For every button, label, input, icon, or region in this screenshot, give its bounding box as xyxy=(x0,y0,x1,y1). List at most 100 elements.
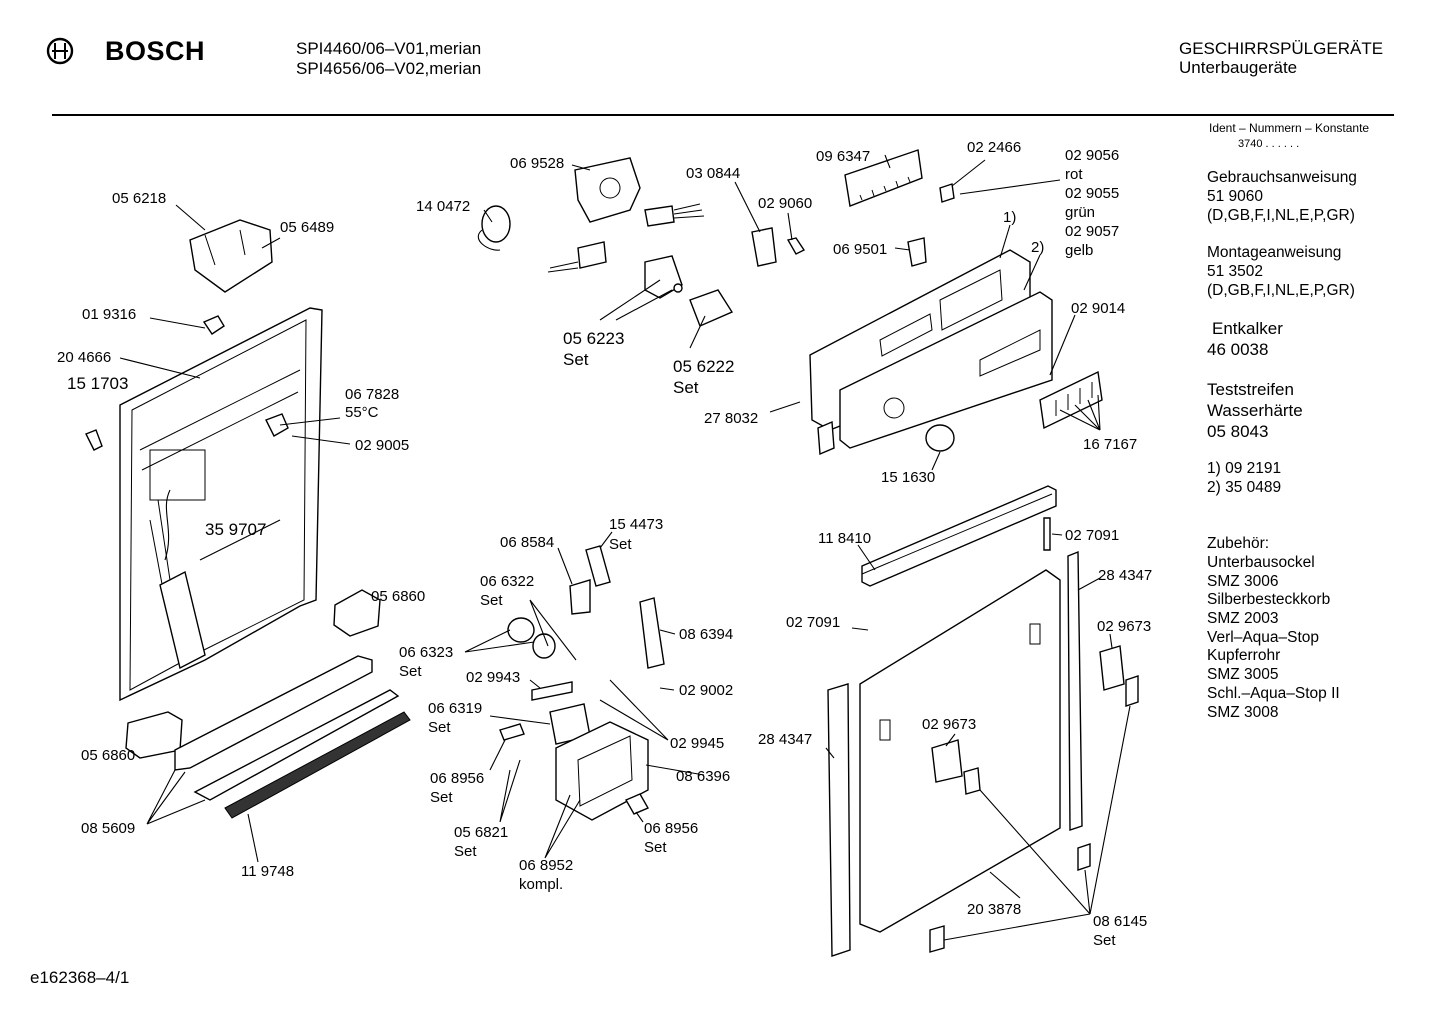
strips-label-1: Teststreifen xyxy=(1207,380,1294,399)
user-manual-label: Gebrauchsanweisung xyxy=(1207,169,1357,186)
part-label: 05 6218 xyxy=(112,190,167,207)
part-label: Set xyxy=(480,592,503,609)
accessory-item: SMZ 3005 xyxy=(1207,666,1279,683)
part-label: 16 7167 xyxy=(1083,436,1138,453)
install-number: 51 3502 xyxy=(1207,263,1264,280)
part-label: Set xyxy=(609,536,632,553)
clip-068956 xyxy=(625,793,649,815)
accessories-title: Zubehör: xyxy=(1207,535,1270,552)
part-label: 08 6396 xyxy=(676,768,731,785)
part-label: 02 9673 xyxy=(922,716,977,733)
part-label: 02 9056 xyxy=(1065,147,1120,164)
part-label: grün xyxy=(1065,204,1096,221)
part-label: 08 6394 xyxy=(679,626,734,643)
part-label: 05 6821 xyxy=(454,824,509,841)
knob-151630 xyxy=(925,424,955,452)
part-label: 02 9060 xyxy=(758,195,813,212)
dial-056223 xyxy=(644,255,683,299)
door-panel-203878 xyxy=(859,569,1061,933)
hinge-right-029673 xyxy=(1099,645,1125,691)
hinge-029673 xyxy=(931,739,963,783)
user-manual-number: 51 9060 xyxy=(1207,188,1264,205)
ident-value: 3740 . . . . . . xyxy=(1238,138,1300,150)
part-label: 11 9748 xyxy=(241,863,295,880)
screw-151703 xyxy=(85,429,103,451)
accessory-item: SMZ 2003 xyxy=(1207,610,1279,627)
part-label: 28 4347 xyxy=(1098,567,1153,584)
footnote-2: 2) 35 0489 xyxy=(1207,479,1282,496)
side-trim-284347-right xyxy=(1067,550,1083,831)
timer-069528 xyxy=(547,157,705,273)
accessory-item: Unterbausockel xyxy=(1207,554,1315,571)
footnote-1: 1) 09 2191 xyxy=(1207,460,1282,477)
bosch-armature-icon xyxy=(46,37,74,65)
part-label: 06 8584 xyxy=(500,534,555,551)
part-label: 55°C xyxy=(345,404,379,421)
descaler-number: 46 0038 xyxy=(1207,340,1269,359)
part-label: 06 9528 xyxy=(510,155,565,172)
part-label: 20 4666 xyxy=(57,349,112,366)
part-label: 01 9316 xyxy=(82,306,137,323)
bracket-086145-b xyxy=(929,925,945,953)
part-label: Set xyxy=(430,789,453,806)
part-label: 05 6222 xyxy=(673,357,735,376)
part-label: 05 6860 xyxy=(371,588,426,605)
led-022466 xyxy=(939,183,955,203)
part-label: 09 6347 xyxy=(816,148,871,165)
bracket-086145 xyxy=(963,767,981,795)
install-label: Montageanweisung xyxy=(1207,244,1342,261)
part-label: gelb xyxy=(1065,242,1094,259)
thermostat-067828 xyxy=(265,413,289,437)
accessory-item: Kupferrohr xyxy=(1207,647,1281,664)
control-panel-278032 xyxy=(809,249,1053,456)
part-label: 06 8952 xyxy=(519,857,574,874)
knob-140472 xyxy=(477,205,511,251)
accessory-item: SMZ 3006 xyxy=(1207,573,1279,590)
model-line-1: SPI4460/06–V01,merian xyxy=(296,39,482,58)
part-label: Set xyxy=(563,350,589,369)
part-label: 02 9945 xyxy=(670,735,725,752)
part-label: 06 8956 xyxy=(644,820,699,837)
accessory-item: SMZ 3008 xyxy=(1207,704,1279,721)
part-label: 06 7828 xyxy=(345,386,400,403)
bracket-086145-c xyxy=(1077,843,1091,871)
bracket-086145-d xyxy=(1125,675,1139,707)
bracket-056222 xyxy=(689,289,734,327)
category-title: GESCHIRRSPÜLGERÄTE xyxy=(1179,39,1384,58)
part-label: 06 6322 xyxy=(480,573,535,590)
part-label: 03 0844 xyxy=(686,165,741,182)
part-label: 06 8956 xyxy=(430,770,485,787)
side-trim-284347-left xyxy=(827,683,851,957)
part-label: 02 9943 xyxy=(466,669,521,686)
part-label: Set xyxy=(428,719,451,736)
part-label: 14 0472 xyxy=(416,198,471,215)
cap-066323 xyxy=(507,617,535,643)
accessory-item: Verl–Aqua–Stop xyxy=(1207,629,1320,646)
inner-door-panel xyxy=(119,307,323,702)
leader-lines xyxy=(119,154,1131,941)
part-label: 02 9057 xyxy=(1065,223,1120,240)
accessory-item: Silberbesteckkorb xyxy=(1207,591,1331,608)
part-label: 35 9707 xyxy=(205,520,267,539)
part-label: 02 9005 xyxy=(355,437,410,454)
part-label: 15 4473 xyxy=(609,516,664,533)
part-label: 11 8410 xyxy=(818,530,872,547)
spring-029943 xyxy=(531,681,573,701)
part-label: Set xyxy=(644,839,667,856)
part-label: rot xyxy=(1065,166,1083,183)
dispenser-068952 xyxy=(555,721,649,821)
part-label: Set xyxy=(399,663,422,680)
part-label: 02 7091 xyxy=(1065,527,1120,544)
descaler-label: Entkalker xyxy=(1212,319,1283,338)
rail-strip-085609 xyxy=(193,689,400,801)
strips-number: 05 8043 xyxy=(1207,422,1269,441)
pin-068956 xyxy=(499,723,525,741)
lever-068584 xyxy=(569,579,591,615)
accessory-item: Schl.–Aqua–Stop II xyxy=(1207,685,1340,702)
part-label: 02 7091 xyxy=(786,614,841,631)
part-label: 1) xyxy=(1003,209,1017,226)
part-label: 2) xyxy=(1031,239,1045,256)
ident-label: Ident – Nummern – Konstante xyxy=(1209,121,1370,135)
part-label: 06 6319 xyxy=(428,700,483,717)
